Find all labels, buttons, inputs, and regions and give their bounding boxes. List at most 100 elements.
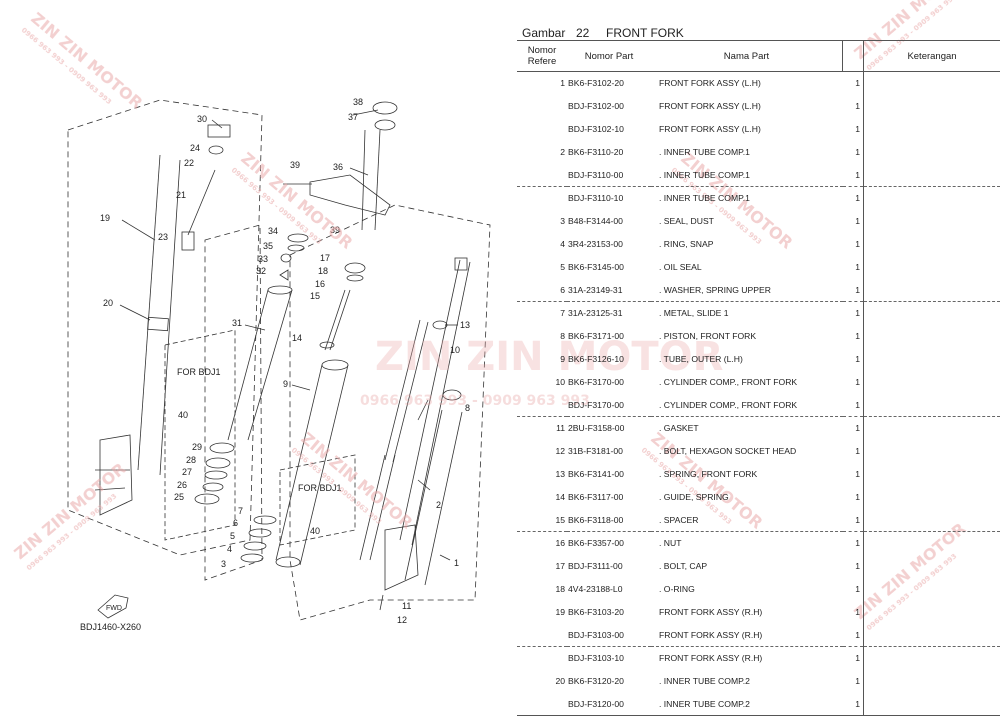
qty-cell: 1: [842, 71, 864, 95]
part-name-cell: . BOLT, CAP: [659, 561, 708, 572]
part-number-cell: BDJ-F3102-00: [568, 101, 624, 112]
callout-24: 24: [190, 143, 200, 153]
part-number-cell: BDJ-F3111-00: [568, 561, 623, 572]
part-name-cell: . SPACER: [659, 514, 699, 525]
part-number-cell: 31A-23149-31: [568, 284, 623, 295]
part-name-cell: FRONT FORK ASSY (R.H): [659, 629, 763, 640]
figure-number: 22: [576, 26, 590, 40]
ref-cell: [517, 692, 567, 717]
qty-cell: 1: [842, 324, 864, 348]
ref-cell: 9: [560, 353, 565, 364]
callout-40b: 40: [310, 526, 320, 536]
part-number-cell: BK6-F3145-00: [568, 261, 624, 272]
note-cell: [863, 393, 1000, 417]
callout-6: 6: [233, 518, 238, 528]
part-name-cell: . SEAL, DUST: [659, 216, 714, 227]
callout-37: 37: [348, 112, 358, 122]
note-cell: [863, 300, 1000, 325]
callout-23: 23: [158, 232, 168, 242]
ref-cell: 2: [560, 146, 565, 157]
note-cell: [863, 600, 1000, 624]
note-cell: [863, 347, 1000, 371]
qty-cell: 1: [842, 117, 864, 141]
part-name-cell: . OIL SEAL: [659, 261, 702, 272]
bdj-option-box-2: [279, 454, 356, 546]
callout-2: 2: [436, 500, 441, 510]
note-cell: [863, 645, 1000, 670]
callout-5: 5: [230, 531, 235, 541]
note-cell: [863, 94, 1000, 118]
callout-14: 14: [292, 333, 302, 343]
callout-40a: 40: [178, 410, 188, 420]
note-cell: [863, 163, 1000, 187]
note-cell: [863, 209, 1000, 233]
ref-cell: 19: [555, 606, 565, 617]
part-name-cell: . INNER TUBE COMP.1: [651, 185, 843, 210]
part-name-cell: . INNER TUBE COMP.2: [659, 676, 750, 687]
ref-cell: [517, 118, 567, 141]
part-name-cell: . INNER TUBE COMP.2: [651, 692, 843, 717]
part-name-cell: . BOLT, HEXAGON SOCKET HEAD: [659, 446, 797, 457]
callout-27: 27: [182, 467, 192, 477]
qty-cell: 1: [842, 554, 864, 578]
callout-33: 33: [258, 254, 268, 264]
note-cell: [863, 462, 1000, 486]
part-name-cell: . WASHER, SPRING UPPER: [659, 284, 771, 295]
callout-10: 10: [450, 345, 460, 355]
part-number-cell: BDJ-F3102-10: [568, 123, 624, 134]
qty-cell: 1: [842, 669, 864, 693]
callout-32: 32: [256, 266, 266, 276]
note-cell: [863, 439, 1000, 463]
qty-cell: 1: [842, 255, 864, 279]
part-name-cell: . GASKET: [651, 415, 843, 440]
exploded-parts-diagram: 38 37 36 39 39 34 35 33 32 17 18 16 15 1…: [67, 97, 491, 632]
part-number-cell: BK6-F3170-00: [568, 376, 624, 387]
qty-cell: 1: [842, 645, 864, 670]
note-cell: [863, 577, 1000, 601]
callout-9: 9: [283, 379, 288, 389]
ref-cell: [517, 645, 567, 670]
ref-cell: 17: [555, 561, 565, 572]
part-name-cell: . INNER TUBE COMP.1: [659, 169, 750, 180]
qty-cell: 1: [842, 577, 864, 601]
callout-26: 26: [177, 480, 187, 490]
qty-cell: 1: [842, 530, 864, 555]
ref-cell: 20: [555, 676, 565, 687]
qty-cell: 1: [842, 415, 864, 440]
bdj-option-box-1: [164, 329, 236, 541]
qty-cell: 1: [842, 600, 864, 624]
ref-cell: 1: [560, 78, 565, 89]
qty-cell: 1: [842, 209, 864, 233]
part-name-cell: . O-RING: [659, 583, 695, 594]
col-header-qty: [842, 40, 864, 72]
part-number-cell: BK6-F3357-00: [567, 530, 651, 555]
note-cell: [863, 554, 1000, 578]
callout-11: 11: [402, 601, 411, 611]
callout-22: 22: [184, 158, 194, 168]
note-cell: [863, 623, 1000, 647]
gambar-label: Gambar: [522, 26, 566, 40]
diagram-code: BDJ1460-X260: [80, 622, 141, 632]
callout-4: 4: [227, 544, 232, 554]
ref-cell: [517, 623, 567, 646]
part-number-cell: BDJ-F3110-10: [567, 185, 651, 210]
note-cell: [863, 140, 1000, 164]
part-number-cell: B48-F3144-00: [568, 216, 623, 227]
part-number-cell: BK6-F3141-00: [568, 468, 624, 479]
callout-39: 39: [290, 160, 300, 170]
callout-12: 12: [397, 615, 407, 625]
part-number-cell: BK6-F3118-00: [568, 514, 624, 525]
